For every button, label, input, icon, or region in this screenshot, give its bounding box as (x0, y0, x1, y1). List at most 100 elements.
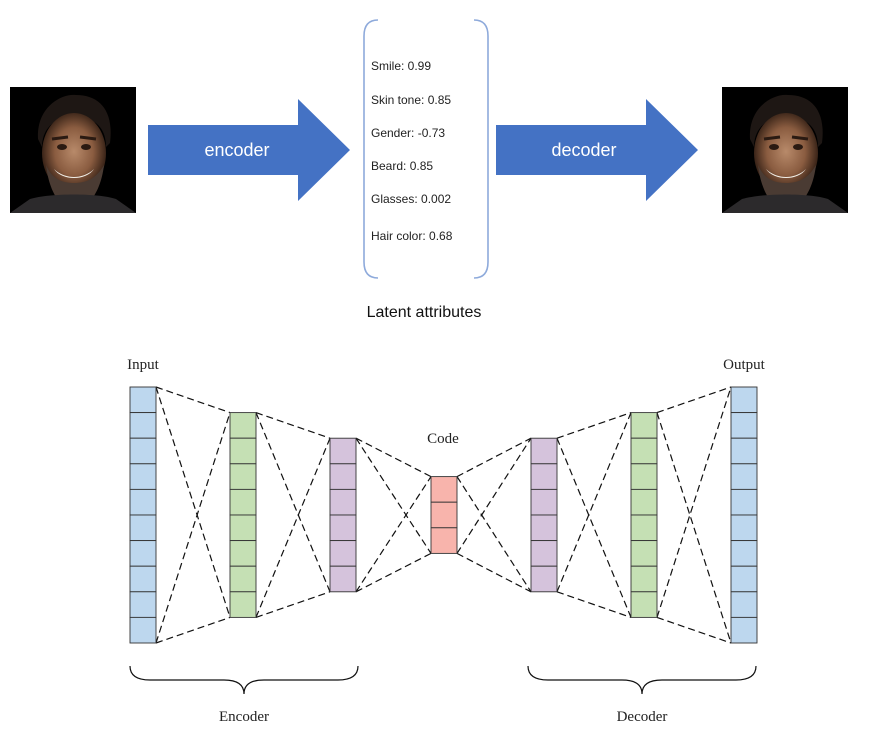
layer-unit (630, 565, 658, 593)
connection-line (456, 437, 532, 478)
connection-line (355, 437, 432, 554)
attribute-beard: Beard: 0.85 (371, 159, 433, 173)
layer-unit (329, 463, 357, 490)
layer-unit (329, 540, 357, 567)
layer-unit (129, 616, 157, 644)
layer-unit (229, 540, 257, 567)
connection-line (656, 386, 732, 414)
layer-unit (730, 616, 758, 644)
attribute-skin-tone: Skin tone: 0.85 (371, 93, 451, 107)
layer-unit (630, 412, 658, 439)
decoder-arrow-shape (496, 99, 698, 201)
layer-unit (730, 386, 758, 414)
attribute-gender: Gender: -0.73 (371, 126, 445, 140)
layer-decoder-hidden-1 (530, 437, 558, 593)
layer-input (129, 386, 157, 644)
attribute-glasses: Glasses: 0.002 (371, 192, 451, 206)
layer-unit (530, 437, 558, 465)
connection-line (656, 386, 732, 618)
layer-decoder-hidden-2 (630, 412, 658, 618)
layer-unit (430, 476, 458, 503)
connection-line (456, 552, 532, 593)
layer-unit (129, 540, 157, 567)
layer-unit (329, 488, 357, 516)
connection-line (355, 437, 432, 478)
layer-unit (129, 514, 157, 542)
connection-line (355, 552, 432, 593)
connections (155, 386, 732, 644)
latent-attributes-caption: Latent attributes (367, 304, 482, 321)
layer-unit (229, 565, 257, 593)
layer-unit (329, 514, 357, 542)
connection-line (155, 386, 231, 414)
layer-unit (430, 501, 458, 529)
connection-line (556, 412, 632, 439)
layer-unit (730, 591, 758, 618)
layer-unit (530, 514, 558, 542)
layer-unit (329, 437, 357, 465)
layer-unit (630, 437, 658, 465)
layer-unit (229, 437, 257, 465)
layer-unit (730, 488, 758, 516)
layer-unit (730, 540, 758, 567)
connection-line (556, 591, 632, 618)
layer-unit (129, 565, 157, 593)
output-face-image (720, 85, 850, 215)
encoder-label: Encoder (219, 709, 269, 725)
encoder-arrow-label: encoder (204, 140, 269, 160)
layer-unit (730, 412, 758, 439)
connection-line (255, 412, 331, 439)
layer-unit (530, 540, 558, 567)
connection-line (355, 476, 432, 593)
connection-line (556, 437, 632, 618)
attribute-hair-color: Hair color: 0.68 (371, 229, 453, 243)
layer-unit (329, 565, 357, 593)
output-label: Output (723, 357, 766, 373)
layer-unit (530, 463, 558, 490)
code-label: Code (427, 431, 459, 447)
layer-unit (630, 591, 658, 618)
layer-unit (229, 514, 257, 542)
layer-unit (430, 527, 458, 554)
layer-unit (730, 437, 758, 465)
connection-line (456, 476, 532, 593)
layer-unit (530, 488, 558, 516)
layer-unit (129, 463, 157, 490)
attribute-smile: Smile: 0.99 (371, 59, 431, 73)
connection-line (155, 616, 231, 644)
layer-output (730, 386, 758, 644)
layer-unit (229, 412, 257, 439)
layer-unit (630, 540, 658, 567)
connection-line (155, 412, 231, 644)
layer-unit (730, 514, 758, 542)
layer-unit (530, 565, 558, 593)
connection-line (656, 616, 732, 644)
layer-unit (630, 488, 658, 516)
layer-unit (129, 488, 157, 516)
layer-code (430, 476, 458, 554)
layer-unit (229, 463, 257, 490)
connection-line (255, 412, 331, 593)
decoder-label: Decoder (617, 709, 668, 725)
connection-line (656, 412, 732, 644)
layer-unit (129, 437, 157, 465)
input-label: Input (127, 357, 159, 373)
layer-unit (730, 463, 758, 490)
encoder-arrow: encoder (148, 99, 350, 201)
layer-unit (129, 412, 157, 439)
connection-line (255, 437, 331, 618)
decoder-arrow-label: decoder (551, 140, 616, 160)
decoder-arrow: decoder (496, 99, 698, 201)
connection-line (255, 591, 331, 618)
right-bracket (473, 19, 489, 279)
layer-encoder-hidden-1 (229, 412, 257, 618)
encoder-arrow-shape (148, 99, 350, 201)
input-face-image (8, 85, 138, 215)
layer-unit (630, 514, 658, 542)
network-layers (129, 386, 758, 644)
connection-line (155, 386, 231, 618)
layer-encoder-hidden-2 (329, 437, 357, 593)
connection-line (456, 437, 532, 554)
layer-unit (730, 565, 758, 593)
